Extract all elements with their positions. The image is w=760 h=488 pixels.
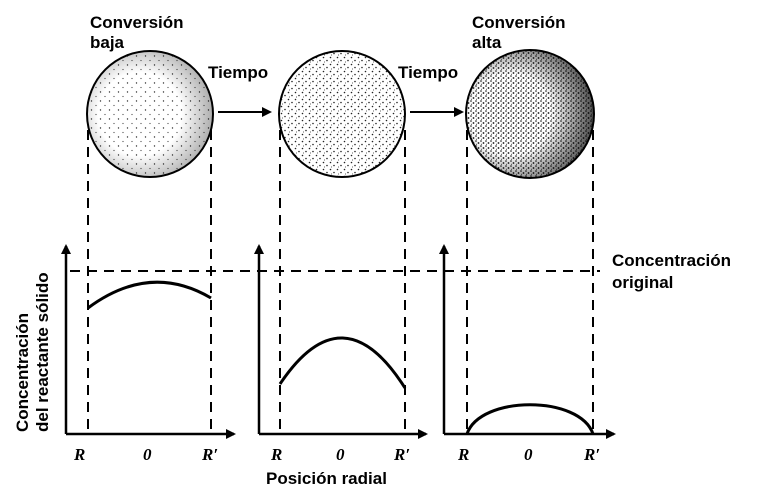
time-label-1: Tiempo [208, 63, 268, 82]
panel-3-profile [465, 403, 595, 435]
tick-r-2: R [270, 445, 282, 464]
panel-3-axes [439, 244, 616, 439]
panel-2-ticks: R 0 R′ [270, 445, 410, 464]
low-conversion-label: Conversión baja [90, 13, 188, 52]
y-axis-title: Concentración del reactante sólido [13, 272, 52, 432]
tick-r-3: R [457, 445, 469, 464]
panel-1-profile [87, 280, 212, 310]
tick-zero-3: 0 [524, 445, 533, 464]
panel-2-profile [278, 336, 407, 389]
panel-1-ticks: R 0 R′ [73, 445, 218, 464]
time-label-2: Tiempo [398, 63, 458, 82]
particle-high-conversion [465, 49, 595, 179]
panel-1-axes [61, 244, 236, 439]
panel-2-axes [254, 244, 428, 439]
tick-r-prime-1: R′ [201, 445, 218, 464]
particle-low-conversion [86, 50, 214, 178]
high-conversion-label: Conversión alta [472, 13, 570, 52]
tick-r-1: R [73, 445, 85, 464]
tick-zero-2: 0 [336, 445, 345, 464]
x-axis-title: Posición radial [266, 469, 387, 488]
tick-r-prime-3: R′ [583, 445, 600, 464]
panel-3-ticks: R 0 R′ [457, 445, 600, 464]
original-concentration-label: Concentración original [612, 251, 736, 292]
particle-medium-conversion [278, 50, 406, 178]
tick-zero-1: 0 [143, 445, 152, 464]
tick-r-prime-2: R′ [393, 445, 410, 464]
